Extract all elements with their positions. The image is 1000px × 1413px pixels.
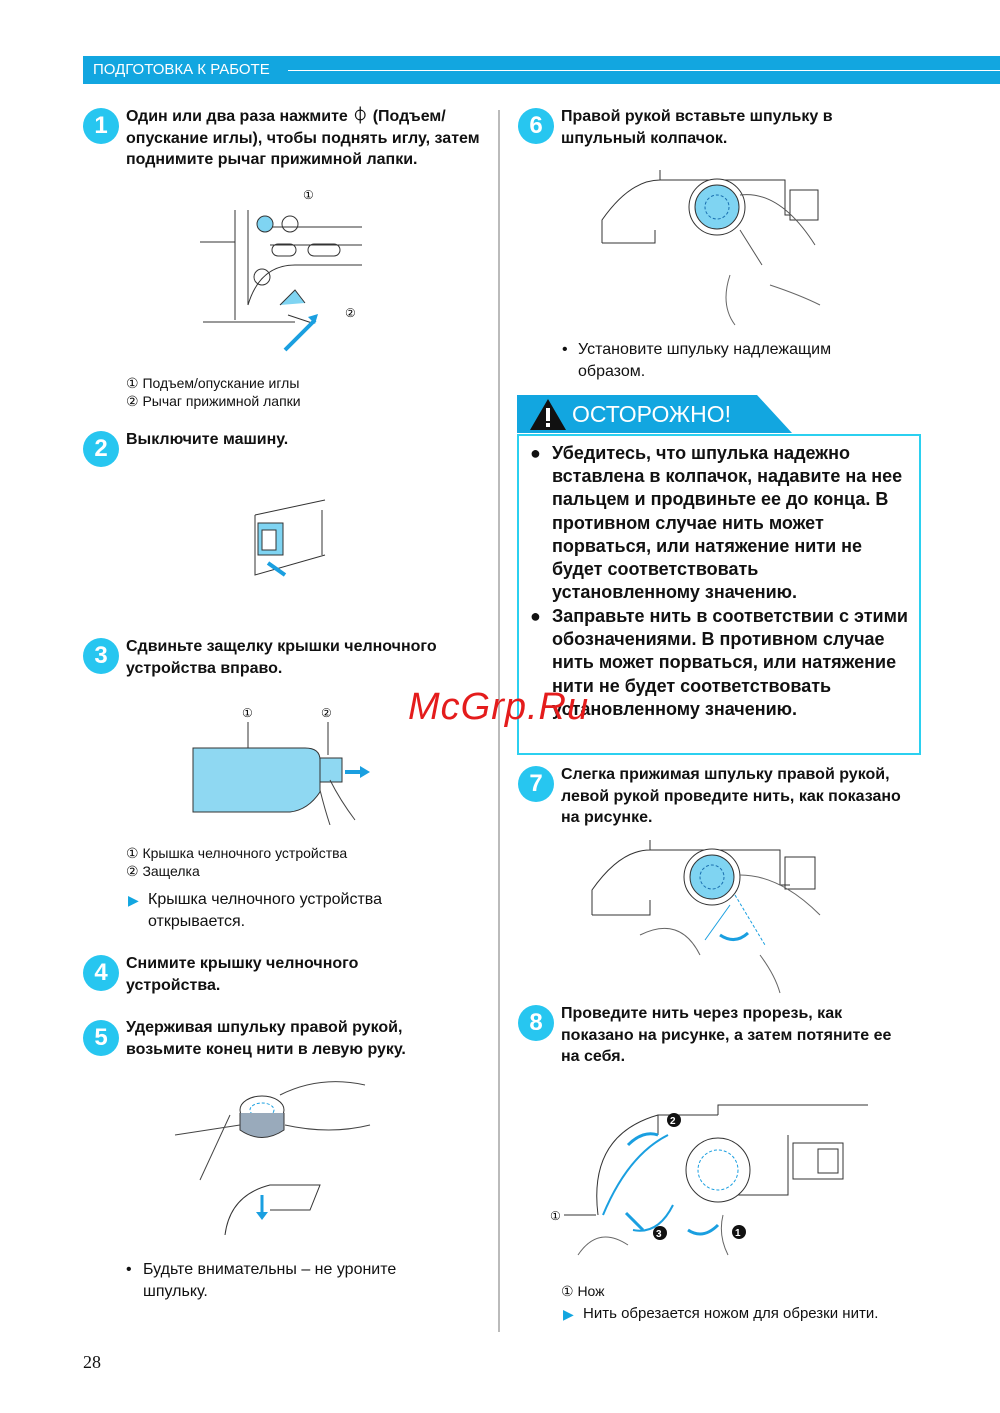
- step-4-text: Снимите крышку челночного устройства.: [126, 955, 359, 994]
- step-number-1: 1: [83, 108, 119, 144]
- warning-icon: [530, 399, 566, 430]
- svg-text:①: ①: [242, 706, 253, 720]
- caution-item-2: Заправьте нить в соответствии с этими об…: [552, 606, 908, 719]
- power-switch-illustration: [254, 499, 326, 577]
- step-3-caption-2: ② Защелка: [126, 863, 200, 879]
- bullet: •: [562, 341, 568, 358]
- bullet-icon: ●: [530, 606, 541, 626]
- svg-text:2: 2: [670, 1116, 676, 1127]
- svg-text:1: 1: [735, 1228, 741, 1239]
- step-7-text: Слегка прижимая шпульку правой рукой, ле…: [561, 766, 901, 826]
- caution-banner: ОСТОРОЖНО!: [517, 395, 792, 433]
- step-number-7: 7: [518, 766, 554, 802]
- step-5-text: Удерживая шпульку правой рукой, возьмите…: [126, 1019, 406, 1058]
- step-6-text: Правой рукой вставьте шпульку в шпульный…: [561, 108, 833, 147]
- step-number-8: 8: [518, 1005, 554, 1041]
- result-arrow-icon: ▶: [563, 1306, 574, 1322]
- step-number-4: 4: [83, 955, 119, 991]
- caution-box: ● Убедитесь, что шпулька надежно вставле…: [517, 434, 921, 755]
- caution-item-1: Убедитесь, что шпулька надежно вставлена…: [552, 443, 903, 603]
- needle-lever-illustration: ①②: [200, 188, 362, 352]
- step-1-caption-2: ② Рычаг прижимной лапки: [126, 393, 301, 409]
- step-1-text: Один или два раза нажмите ⏀ (Подъем/ опу…: [126, 108, 480, 168]
- step-5-note: Будьте внимательны – не уроните шпульку.: [143, 1261, 397, 1300]
- bobbin-insert-illustration: [601, 170, 821, 326]
- step-6-note: Установите шпульку надлежащим образом.: [578, 341, 832, 380]
- svg-text:②: ②: [321, 706, 332, 720]
- step-number-6: 6: [518, 108, 554, 144]
- result-arrow-icon: ▶: [128, 892, 139, 908]
- step-1-caption-1: ① Подъем/опускание иглы: [126, 375, 300, 391]
- svg-text:3: 3: [656, 1229, 662, 1240]
- caution-title: ОСТОРОЖНО!: [572, 401, 731, 427]
- svg-text:②: ②: [345, 306, 356, 320]
- step-2-text: Выключите машину.: [126, 431, 289, 448]
- bullet: •: [126, 1261, 132, 1278]
- bullet-icon: ●: [530, 443, 541, 463]
- step-3-caption-1: ① Крышка челночного устройства: [126, 845, 348, 861]
- column-divider: [498, 110, 500, 1332]
- watermark: McGrp.Ru: [408, 686, 590, 728]
- step-3-result: Крышка челночного устройства открывается…: [148, 891, 382, 930]
- step-8-text: Проведите нить через прорезь, как показа…: [561, 1005, 892, 1065]
- step-number-5: 5: [83, 1020, 119, 1056]
- step-number-3: 3: [83, 638, 119, 674]
- step-8-result: Нить обрезается ножом для обрезки нити.: [583, 1305, 879, 1322]
- svg-text:①: ①: [550, 1209, 561, 1223]
- step-8-caption-1: ① Нож: [561, 1283, 605, 1299]
- thread-guide-illustration: [591, 840, 821, 994]
- thread-cut-illustration: 2 3 1 ①: [550, 1104, 868, 1256]
- section-header: ПОДГОТОВКА К РАБОТЕ: [83, 56, 1000, 84]
- page-number: 28: [83, 1352, 101, 1372]
- svg-text:①: ①: [303, 188, 314, 202]
- section-title: ПОДГОТОВКА К РАБОТЕ: [93, 61, 270, 78]
- bobbin-hand-illustration: [174, 1081, 371, 1236]
- step-number-2: 2: [83, 431, 119, 467]
- step-3-text: Сдвиньте защелку крышки челночного устро…: [126, 638, 437, 677]
